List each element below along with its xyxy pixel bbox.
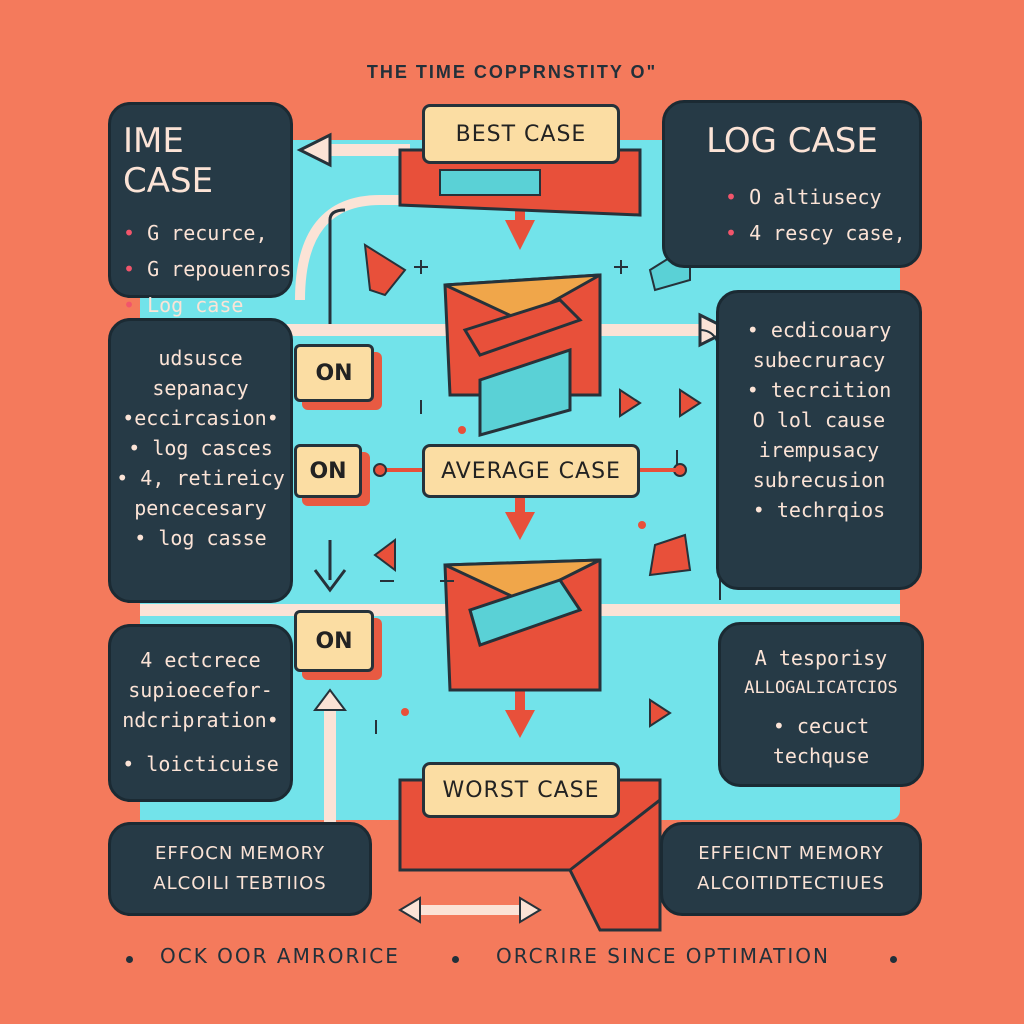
right-middle-panel: • ecdicouary subecruracy • tecrcition O … (716, 290, 922, 590)
on-box: ON (294, 610, 374, 672)
best-case-box: BEST CASE (422, 104, 620, 164)
panel-line: O lol cause (752, 408, 886, 432)
bullet-dot (890, 956, 897, 963)
down-arrow-outline-icon (313, 540, 347, 593)
panel-line: sepanacy (152, 376, 249, 400)
panel-line: ALCOITIDTECTIUES (697, 873, 885, 894)
panel-line: • cecuct (772, 714, 870, 738)
panel-line: subecruracy (752, 348, 886, 372)
double-arrow-left-icon (398, 896, 421, 924)
list-item: O altiusecy (725, 179, 899, 215)
list-item: G recurce, (123, 215, 278, 251)
right-bottom-panel: EFFEICNT MEMORY ALCOITIDTECTIUES (660, 822, 922, 916)
panel-line: EFFEICNT MEMORY (698, 843, 884, 864)
panel-line: supioecefor- (128, 678, 273, 702)
panel-line: • log casse (134, 526, 267, 550)
panel-line: A tesporisy (754, 646, 888, 670)
bullet-dot (126, 956, 133, 963)
panel-line: pencecesary (134, 496, 267, 520)
panel-line: • ecdicouary (746, 318, 892, 342)
arrow-up-icon (313, 688, 347, 711)
time-case-heading: IME CASE (123, 121, 214, 201)
panel-line: ALCOILI TEBTIIOS (153, 873, 327, 894)
panel-line: udsusce (158, 346, 243, 370)
panel-line: subrecusion (752, 468, 886, 492)
panel-line: • techrqios (752, 498, 886, 522)
panel-line: ndcripration• (122, 708, 279, 732)
footer-right: ORCRIRE SINCE OPTIMATION (496, 944, 830, 968)
cube-graphic-bottom (443, 558, 602, 692)
log-case-list: O altiusecy 4 rescy case, (685, 179, 906, 251)
panel-line: EFFOCN MEMORY (155, 843, 325, 864)
panel-line: 4 ectcrece (140, 648, 261, 672)
connector-path (295, 195, 440, 301)
list-item: G repouenros (123, 251, 292, 287)
cube-graphic-top (443, 273, 602, 437)
worst-case-box: WORST CASE (422, 762, 620, 818)
arrow-left-icon (296, 132, 332, 168)
right-low-panel: A tesporisy ALLOGALICATCIOS • cecuct tec… (718, 622, 924, 787)
time-case-panel: IME CASE G recurce, G repouenros Log cas… (108, 102, 293, 317)
panel-line: • tecrcition (746, 378, 892, 402)
left-middle-panel: udsusce sepanacy •eccircasion• • log cas… (108, 318, 293, 603)
log-case-panel: LOG CASE O altiusecy 4 rescy case, (662, 100, 922, 268)
panel-line: • log casces (128, 436, 273, 460)
panel-line: ALLOGALICATCIOS (744, 678, 898, 698)
average-case-box: AVERAGE CASE (422, 444, 640, 498)
on-box: ON (294, 444, 362, 498)
left-low-panel: 4 ectcrece supioecefor- ndcripration• • … (108, 624, 293, 802)
panel-line: irempusacy (758, 438, 880, 462)
on-box: ON (294, 344, 374, 402)
list-item: Log case (123, 287, 278, 323)
panel-line: • 4, retireicy (116, 466, 285, 490)
list-item: 4 rescy case, (725, 215, 906, 251)
bullet-dot (452, 956, 459, 963)
diagram-title: THE TIME COPPRNSTITY O" (366, 62, 658, 82)
footer-left: OCK OOR AMRORICE (160, 944, 400, 968)
panel-line: techquse (772, 744, 870, 768)
left-bottom-panel: EFFOCN MEMORY ALCOILI TEBTIIOS (108, 822, 372, 916)
double-arrow-right-icon (519, 896, 542, 924)
panel-line: •eccircasion• (122, 406, 279, 430)
panel-line: • loicticuise (122, 752, 279, 776)
time-case-list: G recurce, G repouenros Log case (123, 215, 292, 323)
triangle-marker-icon (619, 388, 642, 418)
log-case-heading: LOG CASE (706, 121, 878, 161)
